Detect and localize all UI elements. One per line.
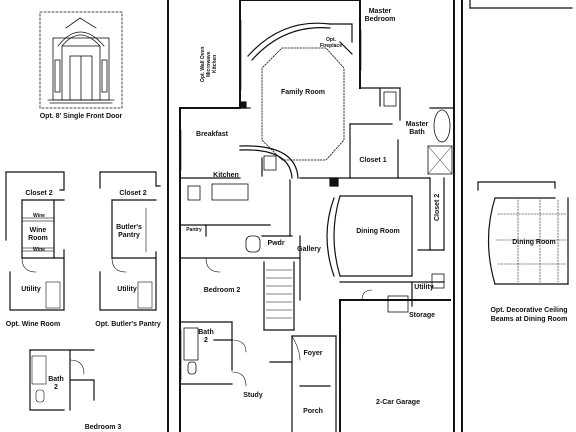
bath-inset-bath-2: Bath 2 [48, 376, 64, 391]
wine-inset-closet-2: Closet 2 [25, 190, 53, 197]
label-study: Study [243, 392, 263, 399]
label-storage: Storage [408, 312, 436, 319]
label-foyer: Foyer [303, 350, 323, 357]
label-gallery: Gallery [297, 246, 321, 253]
caption-ceiling-beams: Opt. Decorative Ceiling Beams at Dining … [490, 307, 568, 323]
label-master-bedroom: Master Bedroom [364, 8, 396, 23]
label-pantry: Pantry [186, 227, 202, 233]
label-two-car-garage: 2-Car Garage [376, 399, 420, 406]
wine-room-inset [5, 171, 65, 311]
label-breakfast: Breakfast [196, 131, 228, 138]
wine-inset-wine-room: Wine Room [28, 227, 48, 242]
main-floor-plan [167, 0, 463, 432]
label-bedroom-2: Bedroom 2 [203, 287, 241, 294]
pantry-inset-butlers-pantry: Butler's Pantry [116, 224, 142, 239]
label-family-room: Family Room [281, 89, 325, 96]
wine-inset-wine-bottom: Wine [33, 247, 45, 253]
label-utility: Utility [414, 284, 434, 291]
butlers-pantry-inset [99, 171, 161, 311]
label-bath-2: Bath 2 [198, 329, 214, 344]
bath-option-inset [29, 349, 95, 411]
caption-butlers-pantry: Opt. Butler's Pantry [95, 321, 161, 328]
ceiling-beams-inset [477, 181, 569, 285]
label-master-bath: Master Bath [405, 121, 429, 136]
bath-inset-bedroom-3: Bedroom 3 [84, 424, 122, 431]
caption-front-door: Opt. 8' Single Front Door [39, 113, 123, 120]
label-opt-fireplace: Opt. Fireplace [320, 37, 342, 49]
wine-inset-utility: Utility [21, 286, 41, 293]
label-porch: Porch [303, 408, 323, 415]
wine-inset-wine-top: Wine [33, 213, 45, 219]
label-pwdr: Pwdr [267, 240, 285, 247]
label-kitchen: Kitchen [213, 172, 239, 179]
label-closet-2: Closet 2 [434, 193, 441, 221]
pantry-inset-utility: Utility [117, 286, 137, 293]
beams-inset-dining-room: Dining Room [512, 239, 556, 246]
pantry-inset-closet-2: Closet 2 [119, 190, 147, 197]
caption-wine-room: Opt. Wine Room [5, 321, 61, 328]
front-door-elevation [39, 11, 123, 109]
label-dining-room: Dining Room [356, 228, 400, 235]
label-kitchen-appliance-note: Opt. Wall Oven Microwave Kitchen [200, 46, 218, 82]
label-closet-1: Closet 1 [359, 157, 387, 164]
